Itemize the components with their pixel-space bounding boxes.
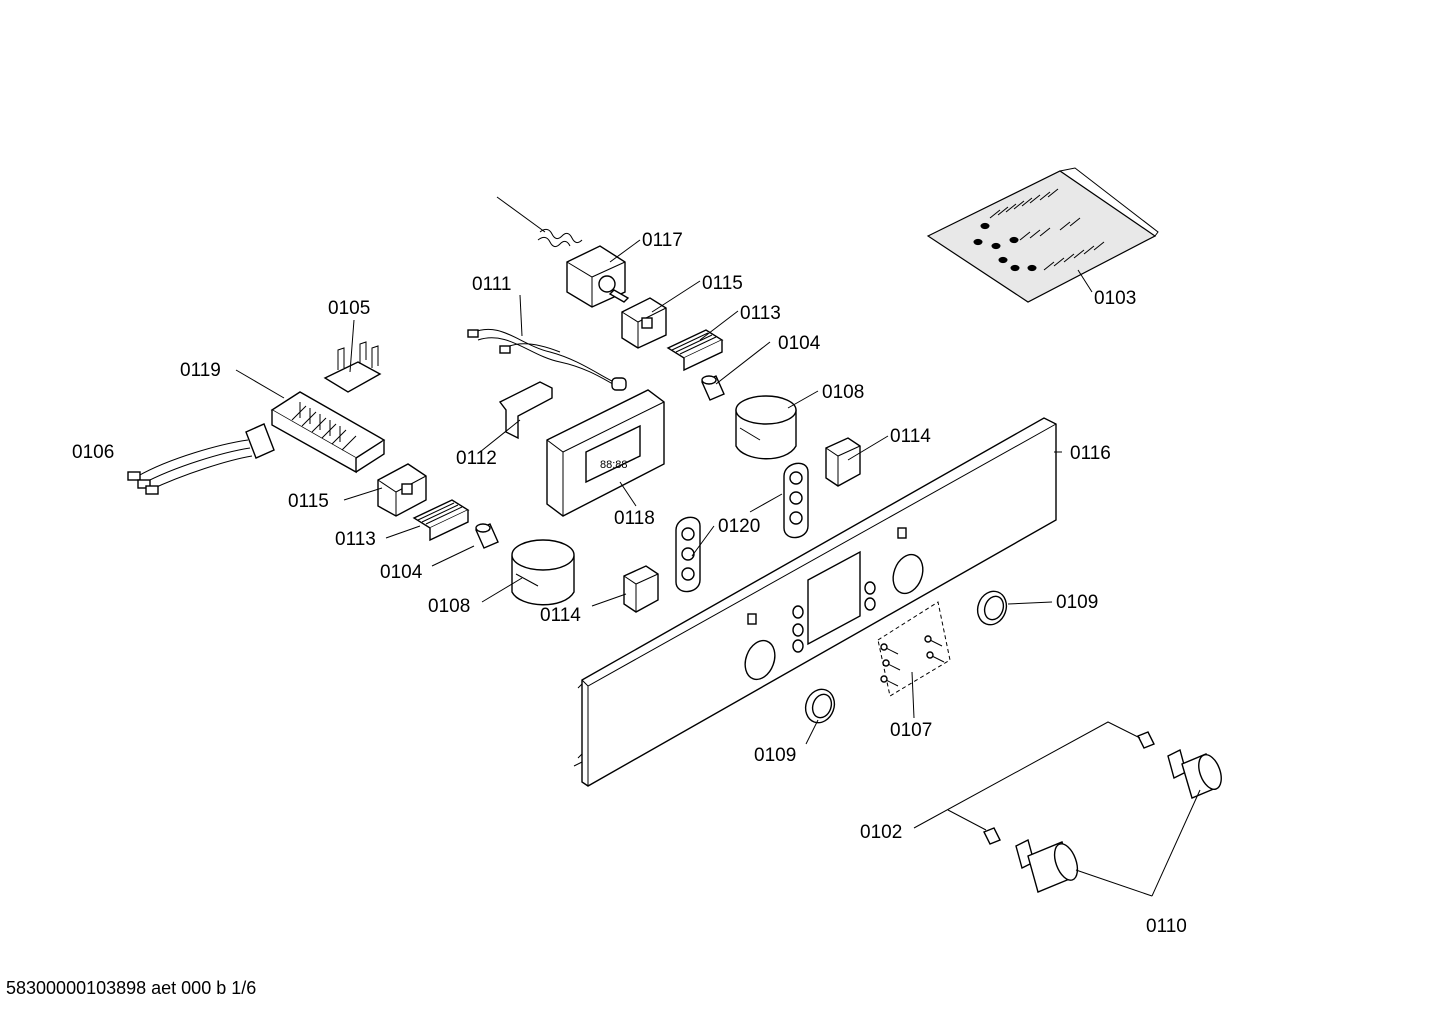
callout-0111: 0111 xyxy=(472,274,511,295)
bracket-upper-part xyxy=(621,297,667,349)
light-guide-lower-part xyxy=(675,516,701,593)
svg-text:88:88: 88:88 xyxy=(600,459,628,471)
cable-connector-part xyxy=(127,423,275,495)
wire-harness-part xyxy=(467,328,627,391)
clock-module-part: 88:88 xyxy=(546,389,665,517)
callout-0120: 0120 xyxy=(718,516,760,537)
callout-0113-lower: 0113 xyxy=(335,529,376,550)
knob-lower-part xyxy=(983,827,1079,893)
callout-0116: 0116 xyxy=(1070,443,1111,464)
thermostat-part xyxy=(496,196,630,308)
callout-0117: 0117 xyxy=(642,230,683,251)
callout-0106: 0106 xyxy=(72,442,114,463)
terminal-bracket-part xyxy=(323,341,382,393)
callout-0105: 0105 xyxy=(328,298,370,319)
callout-0113-upper: 0113 xyxy=(740,303,781,324)
callout-0112: 0112 xyxy=(456,448,497,469)
switch-pot-lower-part xyxy=(511,539,575,606)
clip-lower-part xyxy=(412,499,470,542)
bracket-lower-part xyxy=(377,463,427,517)
callout-0108-upper: 0108 xyxy=(822,382,864,403)
callout-0104-upper: 0104 xyxy=(778,333,821,354)
lamp-holder-lower-part xyxy=(475,523,499,549)
screw-bag-part xyxy=(926,167,1159,303)
callout-0110: 0110 xyxy=(1146,916,1187,937)
callout-0107: 0107 xyxy=(890,720,932,741)
microswitch-lower-part xyxy=(623,565,659,613)
callout-labels: 0117 0111 0115 0113 0104 0105 0119 0108 … xyxy=(72,230,1187,937)
knob-upper-part xyxy=(1137,731,1222,799)
callout-0118: 0118 xyxy=(614,508,655,529)
leader-lines xyxy=(235,239,1201,897)
callout-0102: 0102 xyxy=(860,822,902,843)
lamp-holder-upper-part xyxy=(701,375,725,401)
control-panel-part xyxy=(573,417,1057,787)
callout-0115-lower: 0115 xyxy=(288,491,329,512)
terminal-block-part xyxy=(270,391,386,474)
callout-0109-left: 0109 xyxy=(754,745,796,766)
callout-0108-lower: 0108 xyxy=(428,596,470,617)
clip-upper-part xyxy=(666,329,724,372)
callout-0115-upper: 0115 xyxy=(702,273,743,294)
callout-0114-upper: 0114 xyxy=(890,426,931,447)
microswitch-upper-part xyxy=(825,437,861,487)
support-clip-part xyxy=(498,381,553,440)
callout-0104-lower: 0104 xyxy=(380,562,423,583)
callout-0109-right: 0109 xyxy=(1056,592,1098,613)
trim-ring-left-part xyxy=(804,688,836,724)
screw-set-part xyxy=(877,601,951,697)
light-guide-upper-part xyxy=(783,462,809,539)
trim-ring-right-part xyxy=(976,590,1008,626)
switch-pot-upper-part xyxy=(735,395,797,460)
callout-0103: 0103 xyxy=(1094,288,1136,309)
document-reference-footer: 58300000103898 aet 000 b 1/6 xyxy=(6,978,257,998)
callout-0119: 0119 xyxy=(180,360,221,381)
callout-0114-lower: 0114 xyxy=(540,605,581,626)
